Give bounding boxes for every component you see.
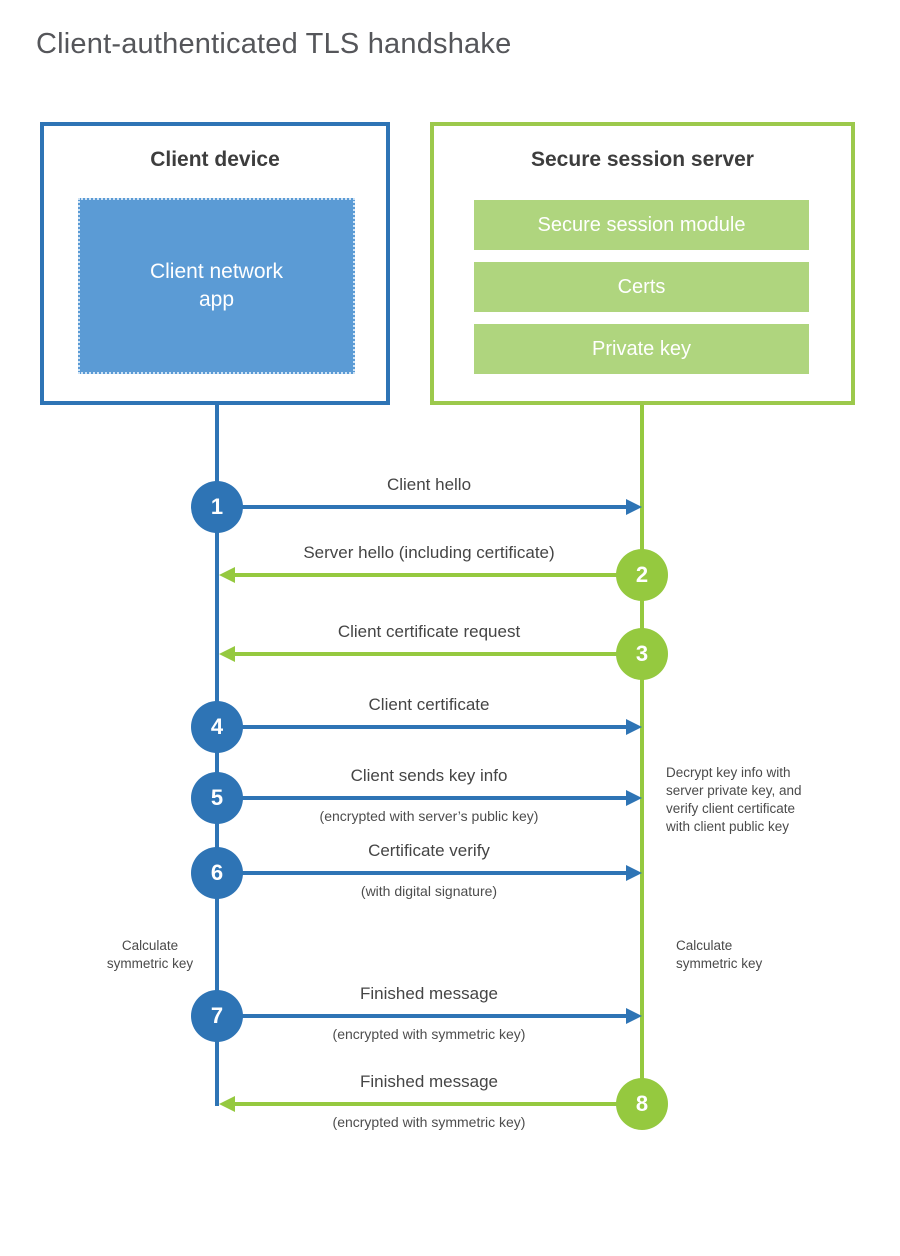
- step-8-badge: 8: [616, 1078, 668, 1130]
- arrowhead-right-icon: [626, 865, 642, 881]
- arrow-shaft: [235, 652, 640, 656]
- message-label: Client certificate request: [337, 622, 521, 641]
- calculate-symmetric-key-note-client: Calculate symmetric key: [106, 938, 194, 971]
- message-label: Finished message: [360, 984, 498, 1003]
- message-label: Certificate verify: [368, 841, 490, 860]
- step-6-badge: 6: [191, 847, 243, 899]
- message-label: Finished message: [360, 1072, 498, 1091]
- page-title: Client-authenticated TLS handshake: [36, 28, 512, 60]
- arrow-shaft: [219, 505, 626, 509]
- step-2-badge: 2: [616, 549, 668, 601]
- message-label: Client sends key info: [350, 766, 508, 785]
- step-5-badge: 5: [191, 772, 243, 824]
- arrowhead-right-icon: [626, 719, 642, 735]
- arrowhead-left-icon: [219, 646, 235, 662]
- arrow-shaft: [219, 871, 626, 875]
- arrow-shaft: [219, 796, 626, 800]
- message-sublabel: (with digital signature): [360, 883, 498, 899]
- message-sublabel: (encrypted with symmetric key): [332, 1114, 526, 1130]
- step-7-badge: 7: [191, 990, 243, 1042]
- arrow-shaft: [235, 1102, 640, 1106]
- server-title: Secure session server: [531, 148, 754, 171]
- message-label: Client hello: [386, 475, 472, 494]
- decrypt-key-note: Decrypt key info with server private key…: [666, 765, 802, 834]
- step-4-badge: 4: [191, 701, 243, 753]
- client-device-title: Client device: [150, 148, 280, 171]
- calculate-symmetric-key-note-server: Calculate symmetric key: [676, 938, 763, 971]
- arrowhead-right-icon: [626, 790, 642, 806]
- step-1-badge: 1: [191, 481, 243, 533]
- client-lifeline: [215, 405, 219, 1106]
- server-private-key-bar: Private key: [474, 324, 809, 374]
- arrowhead-right-icon: [626, 499, 642, 515]
- arrowhead-left-icon: [219, 567, 235, 583]
- message-label: Client certificate: [368, 695, 490, 714]
- arrowhead-left-icon: [219, 1096, 235, 1112]
- message-sublabel: (encrypted with symmetric key): [332, 1026, 526, 1042]
- arrow-shaft: [235, 573, 640, 577]
- message-label: Server hello (including certificate): [303, 543, 555, 562]
- client-network-app-box: Client network app: [78, 198, 355, 374]
- step-3-badge: 3: [616, 628, 668, 680]
- server-module-bar: Secure session module: [474, 200, 809, 250]
- server-certs-bar: Certs: [474, 262, 809, 312]
- arrow-shaft: [219, 1014, 626, 1018]
- message-sublabel: (encrypted with server’s public key): [319, 808, 539, 824]
- server-lifeline: [640, 405, 644, 1104]
- arrowhead-right-icon: [626, 1008, 642, 1024]
- arrow-shaft: [219, 725, 626, 729]
